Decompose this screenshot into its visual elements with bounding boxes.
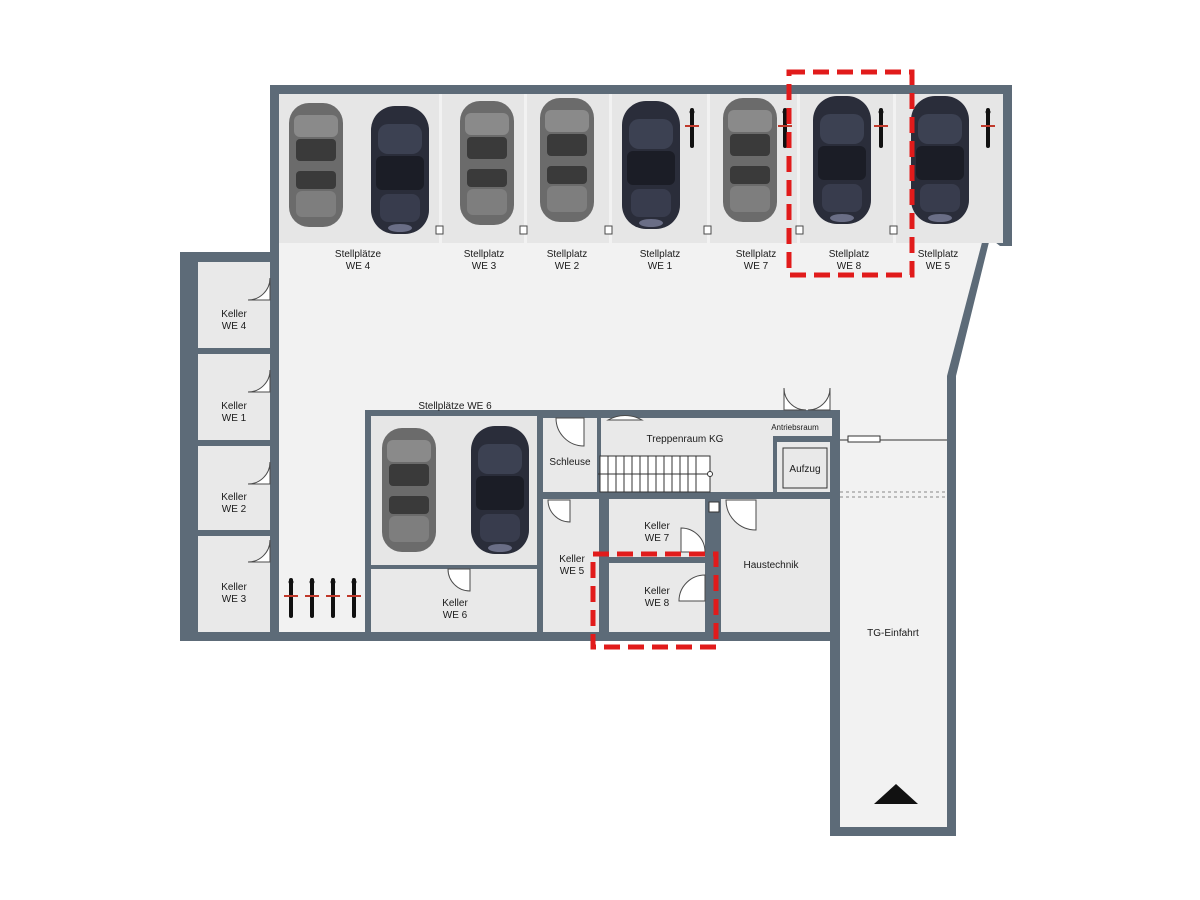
room-label-treppenraum: Treppenraum KG xyxy=(647,434,724,445)
highlight-keller-we8 xyxy=(590,551,719,650)
highlight-stellplatz-we8 xyxy=(786,69,915,278)
car-icon xyxy=(471,426,529,554)
car-icon xyxy=(540,98,594,222)
car-icon xyxy=(911,96,969,224)
car-icon xyxy=(382,428,436,552)
room-label-haustechnik: Haustechnik xyxy=(743,560,799,571)
room-label-einfahrt: TG-Einfahrt xyxy=(867,628,919,639)
direction-arrow-icon xyxy=(874,784,918,804)
car-icon xyxy=(460,101,514,225)
car-icon xyxy=(723,98,777,222)
ramp: TG-Einfahrt xyxy=(830,435,956,836)
room-label-aufzug: Aufzug xyxy=(789,464,820,475)
room-label-antriebsraum: Antriebsraum xyxy=(771,423,819,432)
car-icon xyxy=(622,101,680,229)
room-label-schleuse: Schleuse xyxy=(549,457,591,468)
car-icon xyxy=(371,106,429,234)
car-icon xyxy=(289,103,343,227)
parking-label-we6: Stellplätze WE 6 xyxy=(418,401,492,412)
car-icon xyxy=(813,96,871,224)
